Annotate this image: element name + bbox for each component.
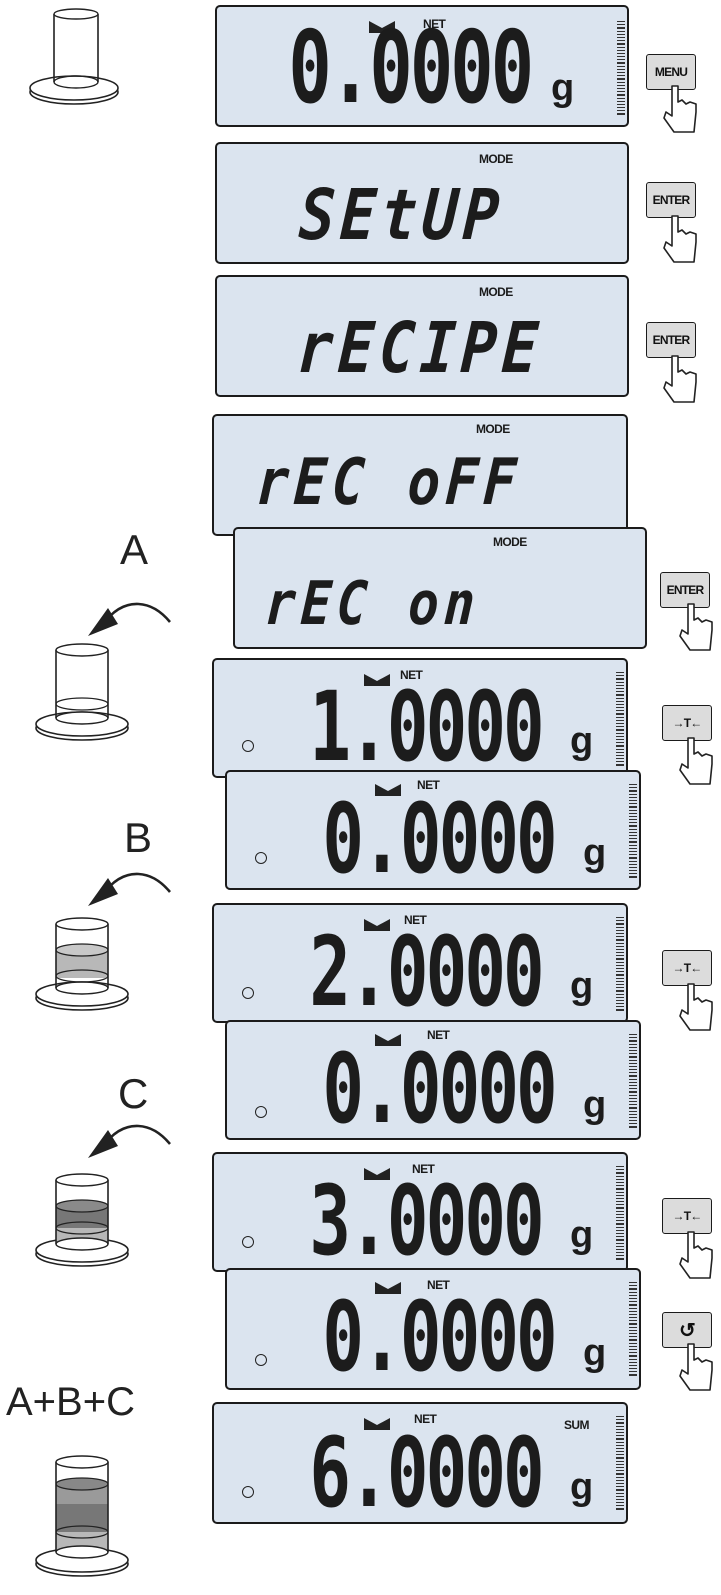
beaker-add-c-icon [30,1118,180,1303]
stability-icon [375,784,401,796]
return-key[interactable]: ↺ [662,1312,712,1348]
beaker-add-b-icon [30,866,180,1051]
hand-press-icon [663,215,697,263]
weight-value: 0.0000 [322,1281,558,1393]
status-dot [255,1106,267,1118]
display-net-1: NET 1.0000 g [212,658,628,778]
stability-icon [364,674,390,686]
hand-press-icon [679,737,713,785]
display-text: SEtUP [297,174,507,256]
net-indicator: NET [404,913,427,927]
sum-indicator: SUM [564,1418,589,1432]
stability-icon [364,1418,390,1430]
net-indicator: NET [414,1412,437,1426]
stability-icon [364,919,390,931]
mode-indicator: MODE [493,535,527,549]
hand-press-icon [679,603,713,651]
weight-value: 0.0000 [322,1033,558,1145]
step-label-a: A [120,526,149,573]
hand-press-icon [663,85,697,133]
step-label-b: B [124,814,153,861]
display-text: rEC oFF [254,446,524,520]
stability-icon [364,1168,390,1180]
display-setup: MODE SEtUP [215,142,629,264]
display-net-zero: NET 0.0000 g [215,5,629,127]
mode-indicator: MODE [479,285,513,299]
stability-icon [375,1282,401,1294]
hand-press-icon [679,1231,713,1279]
net-indicator: NET [400,668,423,682]
display-net-zero-2: NET 0.0000 g [225,770,641,890]
capacity-bar [616,917,624,1013]
display-net-zero-4: NET 0.0000 g [225,1268,641,1390]
status-dot [242,987,254,999]
weight-value: 0.0000 [288,9,534,126]
enter-key[interactable]: ENTER [646,322,696,358]
display-net-3: NET 3.0000 g [212,1152,628,1272]
unit-label: g [583,1332,607,1374]
net-indicator: NET [423,17,446,31]
capacity-bar [629,1282,637,1378]
step-label-c: C [118,1070,149,1117]
beaker-total-icon [30,1440,140,1595]
unit-label: g [570,965,594,1007]
unit-label: g [551,67,575,109]
enter-key[interactable]: ENTER [660,572,710,608]
capacity-bar [616,1416,624,1512]
mode-indicator: MODE [476,422,510,436]
beaker-empty-icon [18,8,119,113]
status-dot [242,1236,254,1248]
display-rec-off: MODE rEC oFF [212,414,628,536]
mode-indicator: MODE [479,152,513,166]
status-dot [242,740,254,752]
stability-icon [375,1034,401,1046]
hand-press-icon [663,355,697,403]
weight-value: 0.0000 [322,783,558,895]
unit-label: g [570,720,594,762]
unit-label: g [583,1084,607,1126]
status-dot [255,1354,267,1366]
status-dot [242,1486,254,1498]
hand-press-icon [679,983,713,1031]
capacity-bar [629,784,637,880]
net-indicator: NET [412,1162,435,1176]
stability-icon [369,21,395,33]
weight-value: 2.0000 [309,916,545,1028]
display-text: rEC on [263,569,482,639]
unit-label: g [570,1214,594,1256]
beaker-add-a-icon [30,590,180,775]
capacity-bar [616,672,624,768]
capacity-bar [616,1166,624,1262]
weight-value: 6.0000 [309,1417,545,1529]
net-indicator: NET [417,778,440,792]
unit-label: g [583,832,607,874]
weight-value: 3.0000 [309,1165,545,1277]
weight-value: 1.0000 [309,671,545,783]
display-text: rECIPE [295,307,546,389]
display-net-2: NET 2.0000 g [212,903,628,1023]
hand-press-icon [679,1343,713,1391]
net-indicator: NET [427,1278,450,1292]
capacity-bar [629,1034,637,1130]
tare-key[interactable]: →T← [662,705,712,741]
enter-key[interactable]: ENTER [646,182,696,218]
tare-key[interactable]: →T← [662,1198,712,1234]
step-label-total: A+B+C [6,1380,135,1424]
unit-label: g [570,1466,594,1508]
display-recipe: MODE rECIPE [215,275,629,397]
display-net-zero-3: NET 0.0000 g [225,1020,641,1140]
menu-key[interactable]: MENU [646,54,696,90]
status-dot [255,852,267,864]
capacity-bar [617,21,625,117]
display-rec-on: MODE rEC on [233,527,647,649]
tare-key[interactable]: →T← [662,950,712,986]
net-indicator: NET [427,1028,450,1042]
display-sum: NET SUM 6.0000 g [212,1402,628,1524]
